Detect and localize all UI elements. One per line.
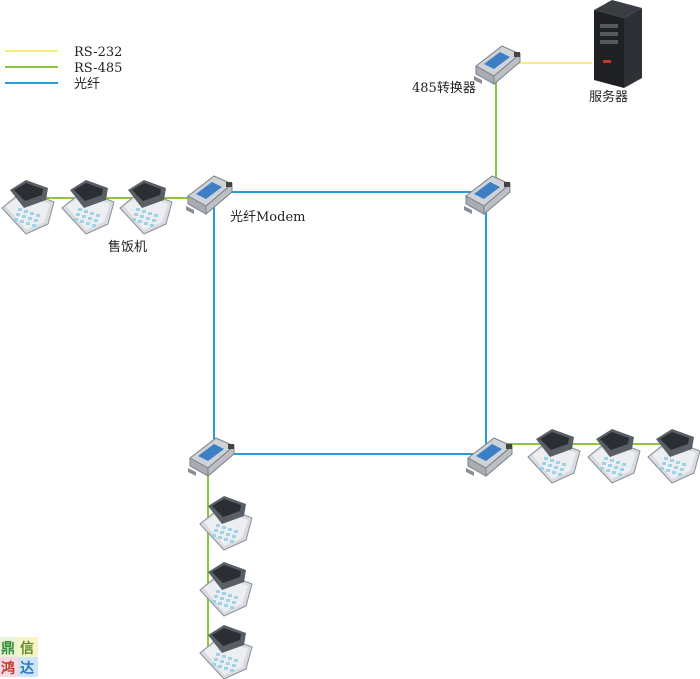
modem-icon-top-left (185, 175, 233, 215)
converter-icon (473, 45, 521, 85)
modem-icon-bottom-right (465, 437, 513, 477)
modem-icon-bottom-left (187, 437, 235, 477)
pos-icon (647, 428, 700, 484)
logo-char: 信 (20, 640, 34, 657)
logo-char: 鼎 (1, 640, 15, 657)
legend: RS-232 RS-485 光纤 (5, 45, 122, 92)
fiber-ring (213, 191, 487, 455)
pos-icon (527, 428, 581, 484)
server-label: 服务器 (589, 89, 628, 105)
legend-label-rs485: RS-485 (74, 61, 122, 76)
modem-label: 光纤Modem (230, 210, 305, 225)
logo-char: 达 (20, 660, 34, 677)
pos-icon (587, 428, 641, 484)
pos-label: 售饭机 (108, 239, 147, 255)
logo: 鼎 信 鸿 达 (0, 637, 38, 677)
legend-label-rs232: RS-232 (74, 45, 122, 60)
pos-icon (1, 179, 55, 235)
pos-icon (61, 179, 115, 235)
logo-char: 鸿 (1, 660, 15, 677)
converter-label: 485转换器 (412, 81, 476, 96)
modem-icon-top-right (463, 175, 511, 215)
connections (14, 62, 668, 650)
pos-icon (119, 179, 173, 235)
legend-label-fiber: 光纤 (74, 77, 100, 92)
server-icon (594, 0, 642, 88)
